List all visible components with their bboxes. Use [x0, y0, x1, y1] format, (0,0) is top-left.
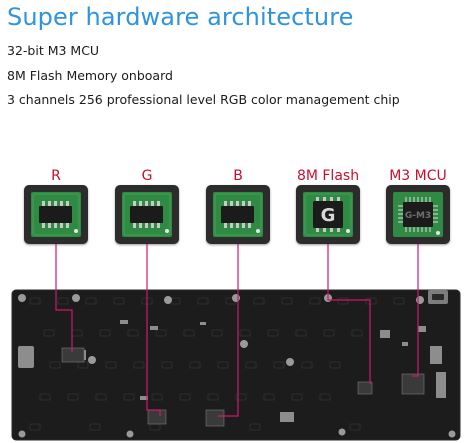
qfp-chip-icon: G-M3 — [393, 192, 443, 237]
chip-panel-mcu: G-M3 — [386, 185, 450, 244]
chip-label-g: G — [141, 168, 153, 184]
soic-chip-icon — [31, 192, 81, 237]
chip-label-mcu: M3 MCU — [389, 168, 447, 184]
flash-chip-icon: G — [303, 192, 353, 237]
spec-item-mcu: 32-bit M3 MCU — [7, 43, 100, 58]
chip-panel-flash: G — [296, 185, 360, 244]
chip-panel-r — [24, 185, 88, 244]
soic-chip-icon — [122, 192, 172, 237]
chip-label-flash: 8M Flash — [296, 168, 360, 184]
chip-panel-g — [115, 185, 179, 244]
soic-chip-icon — [213, 192, 263, 237]
chip-label-b: B — [233, 168, 243, 184]
spec-item-flash: 8M Flash Memory onboard — [7, 68, 173, 83]
spec-item-rgb: 3 channels 256 professional level RGB co… — [7, 92, 400, 107]
chip-panel-b — [206, 185, 270, 244]
flash-logo: G — [321, 205, 336, 226]
pcb-board — [11, 289, 461, 441]
page-title: Super hardware architecture — [7, 3, 354, 31]
mcu-marking: G-M3 — [405, 211, 431, 221]
chip-label-r: R — [51, 168, 61, 184]
